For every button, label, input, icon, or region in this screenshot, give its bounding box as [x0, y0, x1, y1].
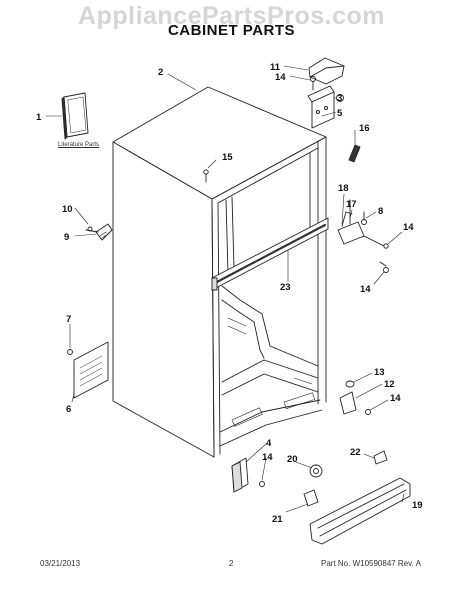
diagram-title: CABINET PARTS: [167, 22, 296, 39]
callout-14-center: 14: [403, 222, 414, 233]
refrigerator-cabinet: [112, 86, 327, 458]
callout-15: 15: [222, 152, 233, 163]
top-hinge-cover: [308, 57, 345, 85]
center-hinge-assembly: [337, 199, 389, 249]
top-screw: [203, 169, 209, 183]
callout-13: 13: [374, 367, 385, 378]
callout-22: 22: [350, 447, 361, 458]
callout-18: 18: [338, 183, 349, 194]
callout-21: 21: [272, 514, 283, 525]
top-hinge: [307, 85, 344, 129]
center-hinge-screw: [379, 261, 389, 273]
bottom-hinge-left: [231, 457, 265, 493]
hinge-screw-top: [310, 76, 316, 91]
watermark-text: AppliancePartsPros.com: [78, 2, 385, 30]
callout-14-top: 14: [275, 72, 286, 83]
leader-lines: [45, 65, 405, 513]
callout-numbers: 1 2 11 14 3 5 16 15 10 9 18 17 8 14 14 2…: [36, 62, 423, 525]
toe-grille-clip: [373, 450, 388, 465]
toe-grille: [303, 477, 411, 545]
callout-16: 16: [359, 123, 370, 134]
literature-booklet: [61, 92, 89, 140]
callout-4: 4: [266, 438, 272, 449]
callout-19: 19: [412, 500, 423, 511]
callout-10: 10: [62, 204, 73, 215]
footer-page: 2: [229, 559, 234, 568]
callout-7: 7: [66, 314, 71, 325]
callout-3: 3: [337, 93, 342, 104]
callout-23: 23: [280, 282, 291, 293]
literature-parts-label: Literature Parts: [58, 142, 100, 148]
center-mullion-bar: [211, 217, 329, 291]
hinge-pin: [348, 144, 361, 163]
rear-access-cover: [67, 341, 109, 399]
callout-5: 5: [337, 108, 343, 119]
callout-9: 9: [64, 232, 69, 243]
callout-8: 8: [378, 206, 383, 217]
footer-date: 03/21/2013: [40, 559, 81, 568]
callout-14-bottom: 14: [262, 452, 273, 463]
callout-1: 1: [36, 112, 42, 123]
bottom-hinge-right: [339, 380, 371, 415]
callout-17: 17: [346, 199, 357, 210]
callout-14-lower: 14: [360, 284, 371, 295]
footer-part-number: Part No. W10590847 Rev. A: [321, 559, 421, 568]
callout-2: 2: [158, 67, 163, 78]
callout-11: 11: [270, 62, 281, 73]
callout-12: 12: [384, 379, 395, 390]
callout-20: 20: [287, 454, 298, 465]
leveling-roller: [309, 464, 323, 478]
door-stop-bracket: [85, 223, 113, 241]
callout-6: 6: [66, 404, 71, 415]
callout-14-right: 14: [390, 393, 401, 404]
